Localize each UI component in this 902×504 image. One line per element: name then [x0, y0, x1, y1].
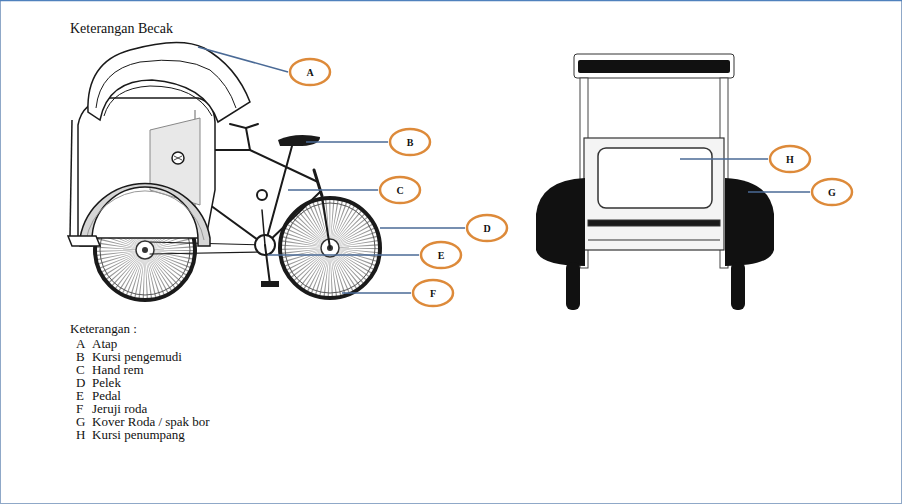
callout-letter: D [465, 213, 509, 243]
callout-bubble: A [288, 57, 332, 87]
callout-letter: C [378, 175, 422, 205]
callout-bubble: B [388, 127, 432, 157]
part-name: Kover Roda / spak bor [92, 415, 210, 428]
front-view-roof [578, 60, 730, 73]
callout-bubble: H [768, 144, 812, 174]
rear-wheel [142, 247, 148, 253]
bicycle-frame [262, 282, 278, 286]
callout-letter: A [288, 57, 332, 87]
wheel-cover [536, 178, 774, 266]
bicycle-frame [262, 210, 265, 245]
front-view-wheels [731, 262, 745, 310]
front-view-roof [574, 54, 734, 78]
wheel-cover [725, 178, 774, 266]
passenger-cab [70, 120, 72, 236]
passenger-cab [86, 191, 204, 240]
passenger-cab [68, 236, 100, 246]
leader-line [288, 189, 378, 191]
front-view-posts [580, 78, 728, 268]
leader-line [268, 254, 419, 256]
front-view-body [588, 220, 720, 226]
front-view-roof [574, 54, 734, 78]
part-name: Pelek [92, 376, 121, 389]
rear-wheel [136, 241, 154, 259]
passenger-cab [172, 152, 184, 164]
leader-line [342, 292, 411, 294]
callout-bubble: F [411, 278, 455, 308]
legend-heading: Keterangan : [70, 322, 137, 335]
front-view-wheels [566, 262, 580, 310]
part-letter: D [76, 376, 85, 389]
part-name: Jeruji roda [92, 402, 147, 415]
part-letter: C [76, 363, 85, 376]
part-letter: G [76, 415, 85, 428]
part-name: Hand rem [92, 363, 144, 376]
part-letter: B [76, 350, 85, 363]
part-letter: F [76, 402, 83, 415]
leader-line [306, 141, 388, 143]
passenger-cab [68, 98, 215, 246]
canopy-roof [96, 60, 236, 108]
callout-letter: E [419, 240, 463, 270]
leader-line [198, 47, 810, 293]
front-view-body [588, 240, 720, 241]
part-name: Atap [92, 337, 117, 350]
bicycle-frame [250, 150, 318, 182]
diagram-title: Keterangan Becak [70, 22, 173, 35]
passenger-cab [80, 183, 210, 246]
driver-seat [278, 135, 320, 146]
leader-line [198, 47, 288, 72]
part-letter: E [76, 389, 84, 402]
bicycle-frame [265, 146, 292, 245]
callout-bubble: G [810, 177, 854, 207]
bicycle-frame [314, 170, 322, 196]
bicycle-frame [210, 149, 250, 151]
part-name: Kursi pengemudi [92, 350, 182, 363]
front-view-body [584, 138, 724, 250]
bicycle-frame [265, 192, 320, 245]
bicycle-frame [150, 252, 265, 254]
callout-bubble: C [378, 175, 422, 205]
passenger-cab [174, 156, 182, 160]
leader-line [680, 158, 768, 160]
leader-line [748, 191, 810, 193]
leader-line [380, 227, 465, 229]
wheel-cover [536, 178, 585, 266]
front-view-body [584, 138, 724, 250]
bicycle-frame [257, 190, 267, 200]
part-name: Kursi penumpang [92, 428, 185, 441]
driver-seat [278, 135, 320, 146]
callout-letter: F [411, 278, 455, 308]
callout-letter: G [810, 177, 854, 207]
frame-border [0, 0, 902, 1]
callout-letter: H [768, 144, 812, 174]
canopy-roof [104, 86, 212, 116]
bicycle-frame [322, 196, 330, 248]
front-view-body [598, 148, 712, 208]
callout-bubble: E [419, 240, 463, 270]
callout-letter: B [388, 127, 432, 157]
part-letter: A [76, 337, 85, 350]
callout-bubble: D [465, 213, 509, 243]
bicycle-frame [265, 245, 270, 284]
front-view-wheels [566, 262, 745, 310]
part-letter: H [76, 428, 85, 441]
part-name: Pedal [92, 389, 121, 402]
bicycle-frame [246, 124, 258, 128]
